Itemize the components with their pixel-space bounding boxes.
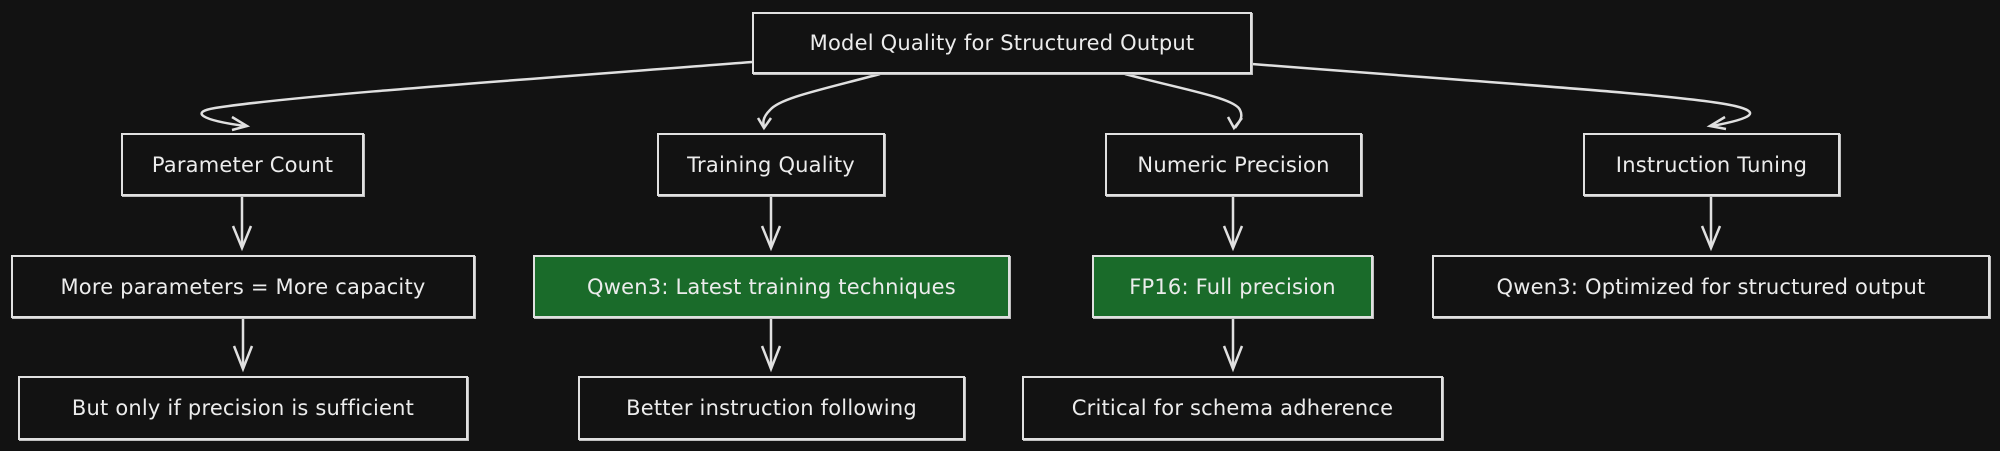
node-label: Instruction Tuning <box>1615 152 1808 177</box>
edge-instr-qwenopt <box>1700 196 1722 252</box>
edge-root-param <box>200 60 753 128</box>
edge-numeric-fp16 <box>1222 196 1244 252</box>
node-qwen3-training[interactable]: Qwen3: Latest training techniques <box>533 255 1010 318</box>
arrowhead-root-instr <box>1706 115 1727 131</box>
edge-root-numeric <box>1124 72 1243 129</box>
node-more-parameters[interactable]: More parameters = More capacity <box>11 255 475 318</box>
node-label: Parameter Count <box>151 152 334 177</box>
node-critical-schema[interactable]: Critical for schema adherence <box>1022 376 1443 440</box>
edge-root-instr <box>1251 62 1752 128</box>
node-label: Numeric Precision <box>1137 152 1330 177</box>
node-label: Qwen3: Latest training techniques <box>587 274 956 299</box>
node-better-instruction[interactable]: Better instruction following <box>578 376 965 440</box>
edge-root-train <box>762 72 881 129</box>
node-label: Better instruction following <box>626 396 917 420</box>
node-label: But only if precision is sufficient <box>71 396 415 420</box>
edge-train-qwen <box>760 196 782 252</box>
edge-param-more <box>231 196 253 252</box>
node-label: FP16: Full precision <box>1129 274 1336 299</box>
node-label: Training Quality <box>687 152 855 177</box>
arrowhead-root-train <box>756 117 773 131</box>
node-label: More parameters = More capacity <box>60 274 426 299</box>
node-root[interactable]: Model Quality for Structured Output <box>752 12 1252 74</box>
node-qwen3-optimized[interactable]: Qwen3: Optimized for structured output <box>1432 255 1990 318</box>
arrowhead-root-numeric <box>1226 116 1243 131</box>
node-label: Critical for schema adherence <box>1071 396 1394 420</box>
node-numeric-precision[interactable]: Numeric Precision <box>1105 133 1362 196</box>
node-training-quality[interactable]: Training Quality <box>657 133 885 196</box>
node-root-label: Model Quality for Structured Output <box>809 31 1195 55</box>
arrowhead-root-param <box>231 115 251 132</box>
node-fp16[interactable]: FP16: Full precision <box>1092 255 1373 318</box>
edge-more-butonly <box>232 318 254 373</box>
node-parameter-count[interactable]: Parameter Count <box>121 133 364 196</box>
node-label: Qwen3: Optimized for structured output <box>1496 274 1926 299</box>
edge-qwen-better <box>760 318 782 373</box>
node-but-only[interactable]: But only if precision is sufficient <box>18 376 468 440</box>
edge-fp16-critical <box>1222 318 1244 373</box>
node-instruction-tuning[interactable]: Instruction Tuning <box>1583 133 1840 196</box>
